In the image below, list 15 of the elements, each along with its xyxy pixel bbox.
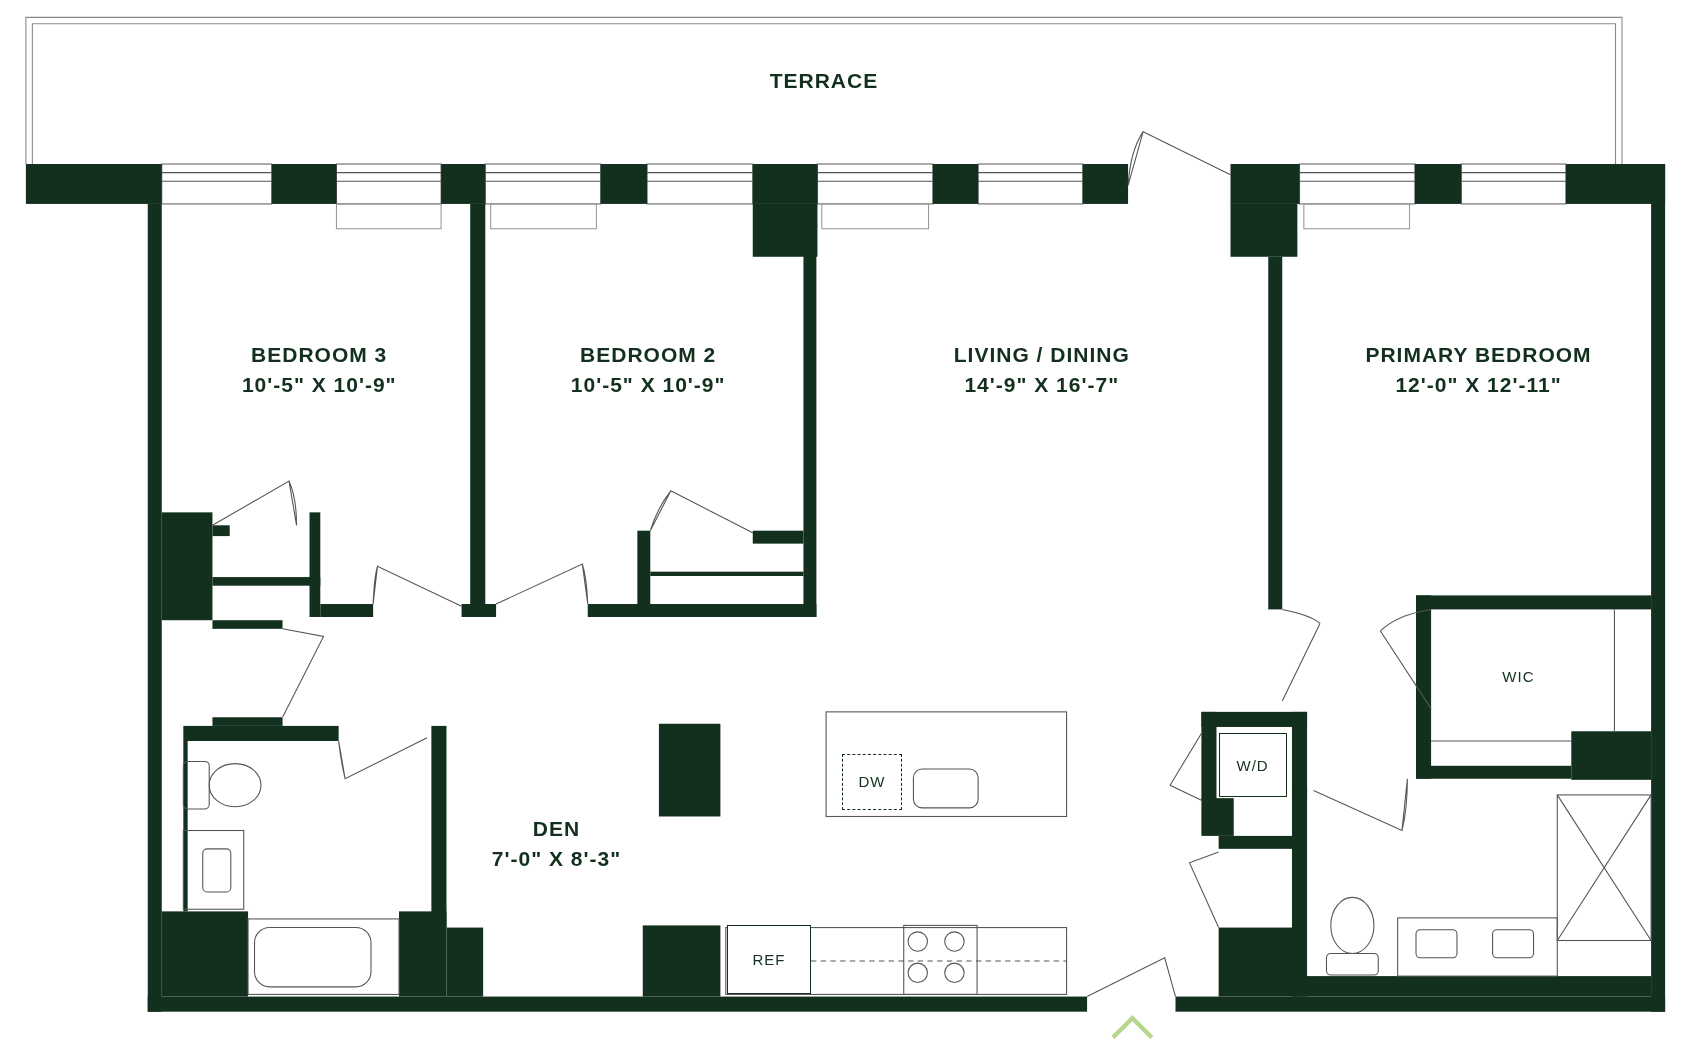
room-dimensions: 14'-9" X 16'-7" <box>964 372 1120 397</box>
room-dimensions: 10'-5" X 10'-9" <box>241 372 397 397</box>
room-name: TERRACE <box>769 69 879 93</box>
room-name: DEN <box>532 817 581 842</box>
room-dimensions: 10'-5" X 10'-9" <box>570 372 726 397</box>
room-dimensions: 12'-0" X 12'-11" <box>1395 372 1562 397</box>
room-name: WIC <box>1502 667 1535 685</box>
dishwasher-outline: DW <box>842 753 902 810</box>
room-name: LIVING / DINING <box>953 342 1130 367</box>
room-name: BEDROOM 2 <box>580 342 717 367</box>
refrigerator-outline: REF <box>726 925 811 995</box>
washer-dryer-outline: W/D <box>1218 733 1287 797</box>
room-name: PRIMARY BEDROOM <box>1365 342 1592 367</box>
room-name: BEDROOM 3 <box>251 342 388 367</box>
room-dimensions: 7'-0" X 8'-3" <box>491 847 622 872</box>
